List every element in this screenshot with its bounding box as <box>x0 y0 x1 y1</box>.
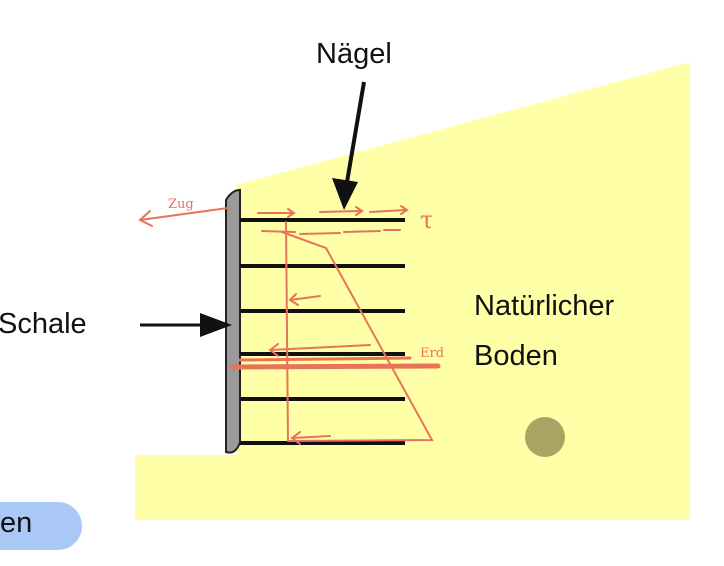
label-arrows <box>140 81 366 337</box>
partial-highlight-chip[interactable] <box>0 502 82 550</box>
marker-dot <box>525 417 565 457</box>
pressure-arrow-3 <box>290 431 331 445</box>
erd-annotation: Erd <box>420 346 444 361</box>
naegel-arrowhead-icon <box>332 178 358 210</box>
pressure-arrow-1 <box>288 293 321 306</box>
naegel-label: Nägel <box>316 38 392 70</box>
tau-annotation: τ <box>420 206 433 234</box>
natuerlicher-label: Natürlicher <box>474 290 615 322</box>
heavy-pressure-line <box>229 363 441 370</box>
shell-wall <box>225 188 241 454</box>
schale-arrowhead-icon <box>200 313 232 337</box>
boden-label: Boden <box>474 340 558 372</box>
shear-arrows-icon <box>257 205 409 235</box>
zug-annotation: Zug <box>168 197 194 212</box>
nails <box>240 218 405 445</box>
pressure-arrow-2 <box>268 343 371 357</box>
handwritten-annotations <box>138 205 441 445</box>
naegel-arrow-icon <box>344 81 366 189</box>
soil-body <box>135 62 690 520</box>
zug-arrow-icon <box>139 207 229 221</box>
partial-chip-text: en <box>0 507 33 539</box>
schale-label: Schale <box>0 308 87 340</box>
